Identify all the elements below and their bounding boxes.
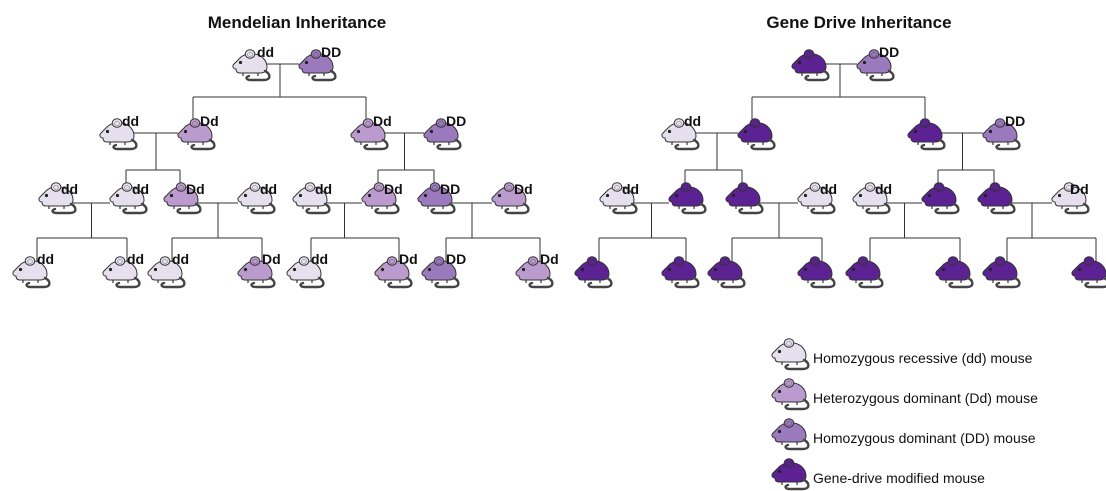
genotype-label: dd xyxy=(311,251,328,267)
genotype-label: Dd xyxy=(514,181,533,197)
legend-mouse-icon xyxy=(770,417,810,451)
gene-drive-gen3-mouse xyxy=(981,255,1021,289)
genotype-label: dd xyxy=(122,113,139,129)
genotype-label: dd xyxy=(875,181,892,197)
legend-label: Homozygous recessive (dd) mouse xyxy=(813,350,1033,366)
gene-drive-gen2-mouse xyxy=(724,181,764,215)
genotype-label: dd xyxy=(622,181,639,197)
legend-label: Heterozygous dominant (Dd) mouse xyxy=(813,390,1038,406)
gene-drive-gen1-mouse xyxy=(736,117,776,151)
genotype-label: dd xyxy=(684,113,701,129)
legend-label: Homozygous dominant (DD) mouse xyxy=(813,430,1036,446)
genotype-label: Dd xyxy=(373,113,392,129)
legend: Homozygous recessive (dd) mouseHeterozyg… xyxy=(770,337,1038,491)
genotype-label: Dd xyxy=(262,251,281,267)
genotype-label: Dd xyxy=(399,251,418,267)
genotype-label: DD xyxy=(1005,113,1025,129)
genotype-label: dd xyxy=(260,181,277,197)
genotype-label: dd xyxy=(315,181,332,197)
gene-drive-gen2-mouse xyxy=(667,181,707,215)
genotype-label: Dd xyxy=(384,181,403,197)
genotype-label: Dd xyxy=(540,251,559,267)
genotype-label: dd xyxy=(172,251,189,267)
genotype-label: DD xyxy=(446,113,466,129)
genotype-label: DD xyxy=(440,181,460,197)
gene-drive-gen3-mouse xyxy=(573,255,613,289)
gene-drive-gen3-mouse xyxy=(660,255,700,289)
genotype-label: dd xyxy=(61,181,78,197)
genotype-label: dd xyxy=(257,44,274,60)
genotype-label: Dd xyxy=(186,181,205,197)
genotype-label: DD xyxy=(446,251,466,267)
genotype-label: dd xyxy=(127,251,144,267)
gene-drive-gen2-mouse xyxy=(920,181,960,215)
genotype-label: dd xyxy=(37,251,54,267)
gene-drive-title: Gene Drive Inheritance xyxy=(766,13,951,32)
legend-label: Gene-drive modified mouse xyxy=(813,470,985,486)
gene-drive-gen0-mouse xyxy=(790,48,830,82)
genotype-label: DD xyxy=(321,44,341,60)
gene-drive-gen3-mouse xyxy=(706,255,746,289)
legend-mouse-icon xyxy=(770,337,810,371)
genotype-label: Dd xyxy=(1070,181,1089,197)
gene-drive-gen3-mouse xyxy=(934,255,974,289)
genotype-label: dd xyxy=(132,181,149,197)
mendelian-title: Mendelian Inheritance xyxy=(208,13,387,32)
genotype-label: DD xyxy=(879,44,899,60)
pedigree-lines xyxy=(36,63,1097,262)
genotype-label: dd xyxy=(820,181,837,197)
gene-drive-gen3-mouse xyxy=(796,255,836,289)
legend-mouse-icon xyxy=(770,457,810,491)
gene-drive-gen3-mouse xyxy=(1070,255,1106,289)
gene-drive-gen1-mouse xyxy=(906,117,946,151)
genotype-label: Dd xyxy=(200,113,219,129)
gene-drive-gen2-mouse xyxy=(976,181,1016,215)
legend-mouse-icon xyxy=(770,377,810,411)
gene-drive-gen3-mouse xyxy=(844,255,884,289)
